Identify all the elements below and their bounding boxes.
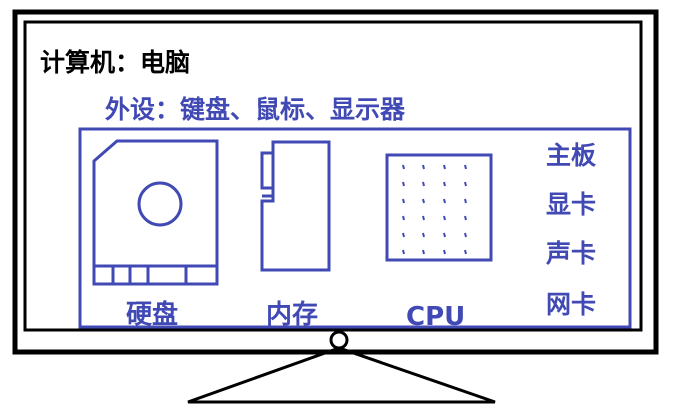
cpu-pin bbox=[464, 164, 467, 170]
cpu-pin bbox=[443, 232, 446, 238]
monitor-screen bbox=[23, 20, 643, 332]
memory-icon bbox=[260, 140, 331, 272]
cpu-pin bbox=[464, 198, 467, 204]
cpu-pin bbox=[422, 181, 425, 187]
cpu-pin bbox=[402, 232, 405, 238]
hard-disk-label: 硬盘 bbox=[126, 299, 178, 330]
stand-knob bbox=[329, 330, 349, 350]
cpu-pin bbox=[422, 198, 425, 204]
sound-card-label: 声卡 bbox=[546, 239, 596, 268]
graphics-card-label: 显卡 bbox=[546, 190, 596, 219]
cpu-pin bbox=[402, 215, 405, 221]
components-box bbox=[78, 127, 632, 329]
cpu-pin bbox=[464, 215, 467, 221]
cpu-pin bbox=[443, 215, 446, 221]
cpu-pin bbox=[402, 198, 405, 204]
cpu-pin bbox=[402, 164, 405, 170]
network-card-label: 网卡 bbox=[546, 290, 596, 319]
cpu-pin bbox=[422, 249, 425, 255]
page-title: 计算机：电脑 bbox=[40, 48, 190, 77]
peripherals-label: 外设：键盘、鼠标、显示器 bbox=[105, 95, 406, 124]
cpu-pin bbox=[443, 164, 446, 170]
cpu-pin bbox=[464, 181, 467, 187]
hard-disk-icon bbox=[92, 139, 219, 286]
cpu-pin bbox=[422, 232, 425, 238]
cpu-pins bbox=[402, 164, 467, 255]
cpu-pin bbox=[464, 232, 467, 238]
memory-label: 内存 bbox=[266, 300, 318, 330]
monitor-outer-frame bbox=[12, 9, 659, 355]
cpu-pin bbox=[422, 215, 425, 221]
monitor-stand bbox=[187, 346, 496, 404]
cpu-icon bbox=[385, 153, 493, 262]
motherboard-label: 主板 bbox=[546, 141, 596, 170]
cpu-label: CPU bbox=[406, 302, 465, 332]
cpu-pin bbox=[402, 181, 405, 187]
cpu-pin bbox=[464, 249, 467, 255]
cpu-pin bbox=[443, 198, 446, 204]
cpu-pin bbox=[402, 249, 405, 255]
cpu-pin bbox=[443, 249, 446, 255]
cpu-pin bbox=[422, 164, 425, 170]
cpu-pin bbox=[443, 181, 446, 187]
